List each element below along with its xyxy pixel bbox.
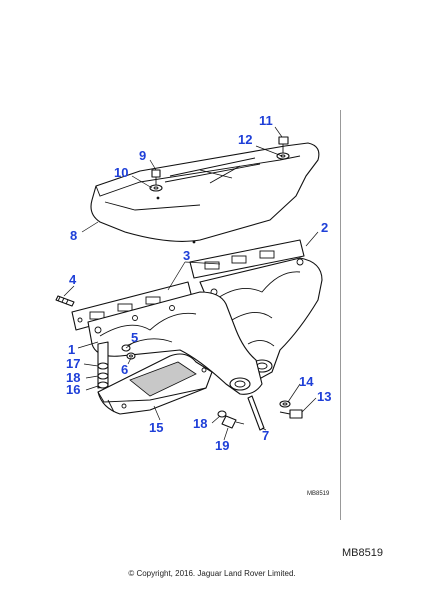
bracket-fasteners-left: [97, 341, 109, 389]
callout-16: 16: [66, 382, 80, 397]
callout-13: 13: [317, 389, 331, 404]
callout-12: 12: [238, 132, 252, 147]
gasket-rear: [189, 239, 305, 279]
callout-11: 11: [259, 113, 273, 128]
callout-9: 9: [139, 148, 146, 163]
bolt-19-washer-18: [217, 410, 245, 429]
callout-2: 2: [321, 220, 328, 235]
callout-7: 7: [262, 428, 269, 443]
callout-4: 4: [69, 272, 77, 287]
callout-6: 6: [121, 362, 128, 377]
callout-1: 1: [68, 342, 75, 357]
stud-7: [247, 395, 265, 431]
diagram-inner-code: MB8519: [307, 491, 330, 497]
callout-17: 17: [66, 356, 80, 371]
bolt-13-washer-14: [279, 400, 303, 419]
frame-divider: [340, 110, 341, 520]
callout-18-left: 18: [66, 370, 80, 385]
callout-3: 3: [183, 248, 190, 263]
stud-4: [55, 295, 75, 307]
callout-14: 14: [299, 374, 314, 389]
lower-heat-shield: [97, 353, 213, 415]
exhaust-manifold-front: [87, 291, 263, 395]
callout-5: 5: [131, 330, 138, 345]
reference-code: MB8519: [342, 547, 383, 559]
callout-15: 15: [149, 420, 163, 435]
leader-lines: [63, 126, 319, 441]
bolt-11: [276, 136, 290, 160]
copyright-notice: © Copyright, 2016. Jaguar Land Rover Lim…: [128, 569, 296, 578]
callout-18-lower: 18: [193, 416, 207, 431]
callout-8: 8: [70, 228, 77, 243]
callout-19: 19: [215, 438, 229, 453]
callout-10: 10: [114, 165, 128, 180]
